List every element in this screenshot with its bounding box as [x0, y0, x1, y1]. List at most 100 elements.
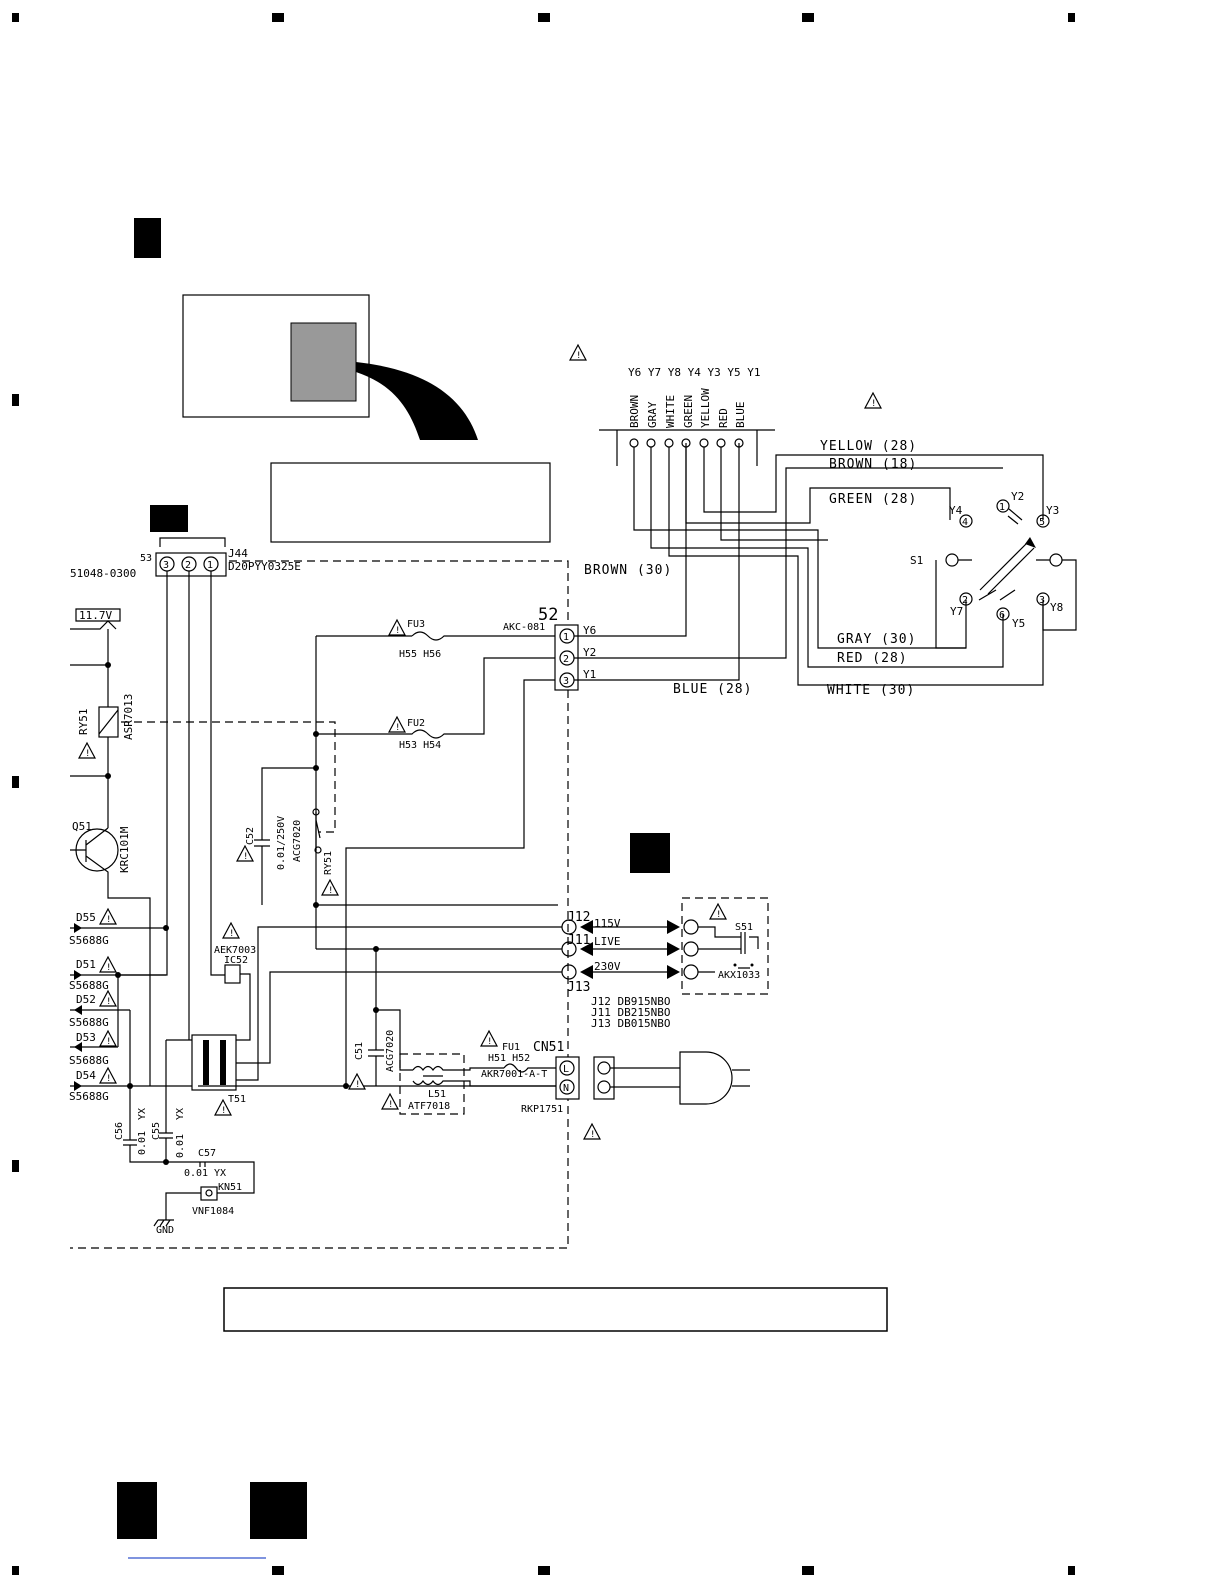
relay-part: ASR7013: [122, 694, 135, 740]
wire-label-gray30: GRAY (30): [837, 632, 916, 647]
svg-text:Y4: Y4: [949, 504, 963, 517]
fu2-ref: FU2: [407, 718, 425, 729]
c55-type: YX: [175, 1108, 186, 1120]
wire-label-brown18: BROWN (18): [829, 457, 917, 472]
svg-text:1: 1: [999, 502, 1005, 513]
diode-d52: D52 S5688G: [69, 990, 130, 1029]
wire-label-green28: GREEN (28): [829, 492, 917, 507]
fu1-ref: FU1: [502, 1042, 520, 1053]
svg-text:4: 4: [962, 517, 968, 528]
l51-ref: L51: [428, 1089, 446, 1100]
warning-icon: !: [106, 1037, 111, 1047]
fu1-holders: H51 H52: [488, 1053, 530, 1064]
svg-text:3: 3: [1039, 595, 1045, 606]
c56-ref: C56: [114, 1122, 125, 1140]
c57-type: YX: [214, 1168, 226, 1179]
warning-icon: !: [106, 915, 111, 925]
line-filter-box: [399, 1053, 465, 1115]
j44-housing-part: 51048-0300: [70, 567, 136, 580]
svg-text:6: 6: [999, 610, 1005, 621]
warning-icon: !: [85, 749, 90, 759]
page-tab-right: [250, 1482, 307, 1539]
c55-ref: C55: [151, 1122, 162, 1140]
harness-colors: BROWN GRAY WHITE GREEN YELLOW RED BLUE: [628, 388, 747, 428]
c51-part: ACG7020: [385, 1030, 396, 1072]
callout-arrow: [356, 362, 478, 440]
cord-connector: [593, 1056, 615, 1100]
svg-text:RED: RED: [717, 408, 730, 428]
warning-icon: !: [395, 723, 400, 733]
ground-part: VNF1084: [192, 1206, 234, 1217]
wire-label-yellow28: YELLOW (28): [820, 439, 917, 454]
svg-text:WHITE: WHITE: [664, 395, 677, 428]
supply-voltage: 11.7V: [79, 609, 112, 622]
warning-icon: !: [106, 997, 111, 1007]
svg-text:Y8: Y8: [1050, 601, 1063, 614]
connector-marker: [150, 505, 188, 532]
warning-icon: !: [221, 1106, 226, 1116]
caption-box: [223, 1287, 888, 1332]
fu1-part: AKR7001-A-T: [481, 1069, 547, 1080]
fu3-ref: FU3: [407, 619, 425, 630]
svg-text:Y5: Y5: [1012, 617, 1025, 630]
warning-icon: !: [106, 963, 111, 973]
warning-icon: !: [576, 351, 581, 361]
l51-part: ATF7018: [408, 1101, 450, 1112]
ic52-ref: IC52: [224, 955, 248, 966]
terminal-pin-1: 1: [563, 632, 569, 643]
svg-text:D52: D52: [76, 993, 96, 1006]
svg-text:J11: J11: [567, 933, 590, 948]
warning-icon: !: [243, 852, 248, 862]
wire-label-red28: RED (28): [837, 651, 908, 666]
diode-d54: D54 S5688G: [69, 1067, 198, 1103]
cn51-part: RKP1751: [521, 1104, 563, 1115]
terminal-tag-3: Y1: [583, 668, 596, 681]
warning-icon: !: [229, 929, 234, 939]
warning-icon: !: [388, 1100, 393, 1110]
j44-ref: J44: [228, 547, 248, 560]
svg-text:J11 DB215NBO: J11 DB215NBO: [591, 1006, 670, 1019]
j44-pin-3: 3: [163, 560, 169, 571]
svg-text:S5688G: S5688G: [69, 1054, 109, 1067]
svg-text:BROWN: BROWN: [628, 395, 641, 428]
relay-linkage: [108, 721, 336, 833]
relay-ref: RY51: [77, 709, 90, 736]
svg-text:D54: D54: [76, 1069, 96, 1082]
page-tab-left: [117, 1482, 157, 1539]
pcb-outline: [70, 560, 569, 1249]
callout-box: [270, 462, 551, 543]
relay-contact-ref: RY51: [323, 851, 334, 875]
svg-text:S5688G: S5688G: [69, 934, 109, 947]
board-highlight: [290, 322, 357, 402]
c56-value: 0.01: [137, 1131, 148, 1155]
rotary-selector: Y4 4 Y2 1 Y3 5 Y7 2 Y5 6 Y8 3 S1: [910, 490, 1077, 649]
ground-label: GND: [156, 1225, 174, 1236]
wire-label-brown30: BROWN (30): [584, 563, 672, 578]
ground-terminal: [200, 1186, 218, 1201]
section-marker-b: [630, 833, 670, 873]
transistor-ref: Q51: [72, 820, 92, 833]
svg-text:5: 5: [1039, 517, 1045, 528]
c56-type: YX: [137, 1108, 148, 1120]
wire-label-white30: WHITE (30): [827, 683, 915, 698]
warning-icon: !: [328, 886, 333, 896]
svg-text:D53: D53: [76, 1031, 96, 1044]
svg-text:115V: 115V: [594, 917, 621, 930]
j44-pin-1: 1: [207, 560, 213, 571]
fu3-part: AKC-081: [503, 622, 545, 633]
svg-text:J13: J13: [567, 980, 590, 995]
svg-text:J12: J12: [567, 910, 590, 925]
svg-text:GRAY: GRAY: [646, 401, 659, 428]
warning-icon: !: [487, 1037, 492, 1047]
svg-text:BLUE: BLUE: [734, 402, 747, 429]
j44-housing-pins: 53: [140, 553, 152, 564]
svg-text:S1: S1: [910, 554, 923, 567]
voltage-jumpers: J12 115V J11 LIVE 230V J13 J12 DB915NBO …: [561, 910, 699, 1030]
page-registration-marks: [12, 13, 1075, 1575]
svg-text:LIVE: LIVE: [594, 935, 621, 948]
c52-part: ACG7020: [292, 820, 303, 862]
ground-ref: KN51: [218, 1182, 242, 1193]
svg-text:D51: D51: [76, 958, 96, 971]
svg-text:S5688G: S5688G: [69, 979, 109, 992]
